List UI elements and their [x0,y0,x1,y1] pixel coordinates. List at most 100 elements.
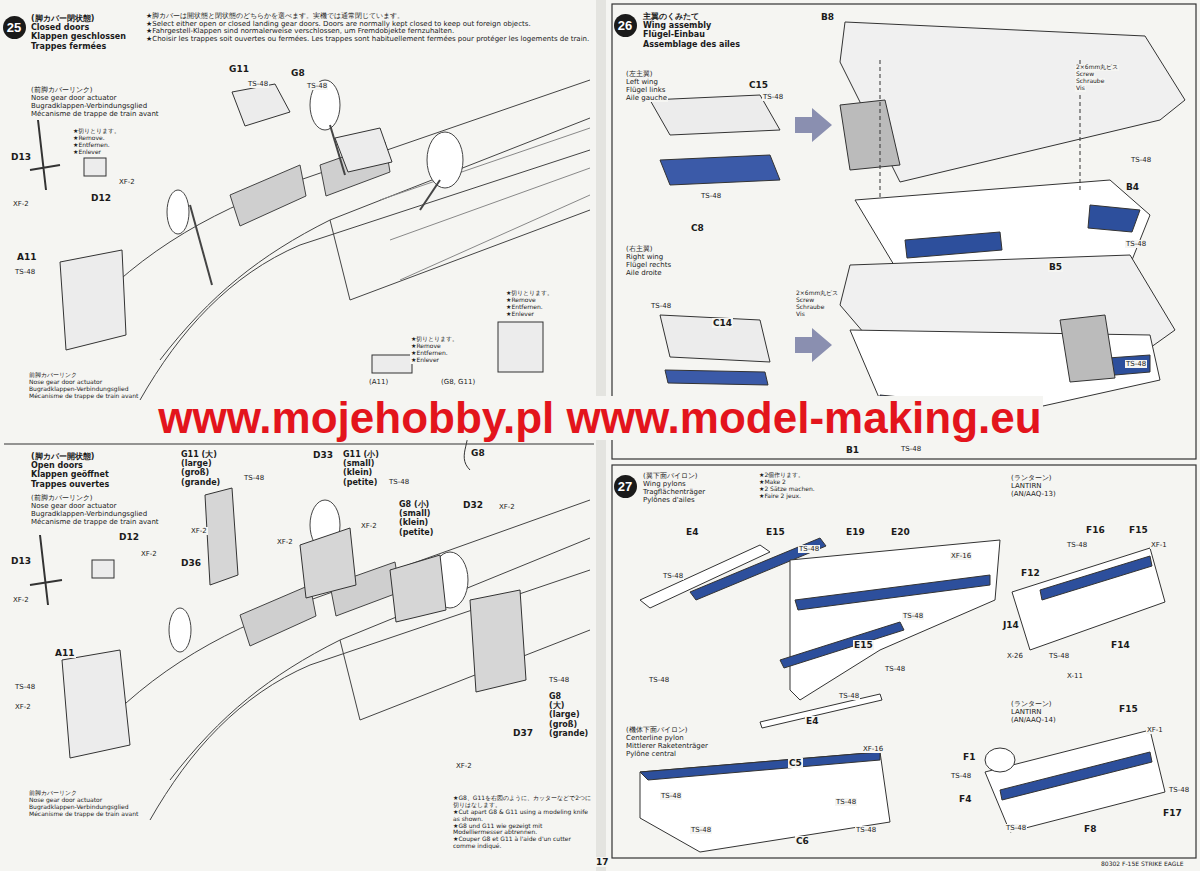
note-text: (AN/AAQ-14) [1010,716,1057,724]
note-text: Flügel-Einbau [642,30,706,39]
blue-area [905,232,1002,258]
gear-bay [240,585,316,646]
note-text: (grande) [180,478,221,487]
note-text: 主翼のくみたて [642,12,700,21]
label-group: www.mojehobby.pl www.model-making.eu [0,396,1200,440]
label-group: D37 [512,728,534,738]
step-number-text: 27 [618,479,632,494]
watermark: www.mojehobby.pl www.model-making.eu [157,396,1042,440]
label-group: F14 [1110,640,1131,650]
note-text: Bugradklappen-Verbindungsglied [30,510,148,518]
note-text: (前脚カバーリンク) [30,494,93,502]
note-text: (機体下面パイロン) [625,726,688,734]
note-text: (AN/AAQ-13) [1010,490,1057,498]
note-text: 2×6mm丸ビス [1075,64,1119,71]
step-arrow [795,108,832,142]
paint-code: TS-48 [1005,824,1027,832]
note-text: (large) [180,459,213,468]
note-text: (翼下面パイロン) [642,472,698,480]
paint-code: TS-48 [1048,652,1070,660]
part-number: E15 [765,527,786,537]
paint-code: X-11 [1066,672,1084,680]
step-number: 25 [3,16,26,39]
label-group: ★脚カバーは開状態と閉状態のどちらかを選べます。実機では通常閉じています。★Se… [145,13,595,44]
fuselage-drawing [80,500,590,820]
gear-leg [190,205,212,285]
label-group: (ランターン)LANTIRN(AN/AAQ-14) [1010,700,1057,724]
label-group: A11 [54,648,76,658]
label-group: XF-2 [276,538,294,546]
part-number: A11 [16,252,38,262]
cut-detail [498,322,543,372]
part-number: D36 [180,558,202,568]
note-text: Assemblage des ailes [642,40,741,49]
label-group: TS-48 [650,302,672,310]
label-group: F1 [962,752,976,762]
paint-code: TS-48 [884,665,906,673]
note-text: (klein) [398,518,429,527]
part-number: F17 [1162,808,1183,818]
paint-code: TS-48 [838,692,860,700]
paint-code: XF-16 [950,552,972,560]
label-group: (前脚カバーリンク)Nose gear door actuatorBugradk… [30,86,160,118]
note-text: 2×6mm丸ビス [795,290,839,297]
label-group: (ランターン)LANTIRN(AN/AAQ-13) [1010,474,1057,498]
paint-code: X-26 [1006,652,1024,660]
label-group: D13 [10,556,32,566]
door-parts [30,488,526,758]
flap-part [660,155,780,185]
label-group: 主翼のくみたてWing assemblyFlügel-EinbauAssembl… [642,12,741,49]
label-group: C5 [788,758,803,768]
label-group: TS-48 [855,826,877,834]
note-text: Mécanisme de trappe de train avant [28,811,139,818]
note-text: Bugradklappen-Verbindungsglied [28,386,130,393]
paint-code: XF-1 [1150,541,1168,549]
label-group: XF-1 [1146,726,1164,734]
label-group: (左主翼)Left wingFlügel linksAile gauche [625,70,668,102]
part-number: E4 [685,527,699,537]
note-text: ★Enlever [72,149,102,156]
blue-area [1088,205,1140,232]
blue-area [795,575,990,610]
part-number: F12 [1020,568,1041,578]
door-part [470,590,526,692]
part-number: C5 [788,758,803,768]
part-number: D13 [10,556,32,566]
note-text: Right wing [625,253,664,261]
label-group: (脚カバー閉状態)Closed doorsKlappen geschlossen… [30,14,127,51]
note-text: (ランターン) [1010,700,1052,708]
paint-code: XF-2 [190,527,208,535]
note-text: ★脚カバーは開状態と閉状態のどちらかを選べます。実機では通常閉じています。 [145,13,405,21]
gear-bay [230,165,306,226]
note-text: (右主翼) [625,245,653,253]
part-number: D33 [312,450,334,460]
label-group: TS-48 [950,772,972,780]
pod-part [985,748,1015,772]
part-number: F8 [1083,824,1097,834]
part-number: A11 [54,648,76,658]
label-group: TS-48 [1125,360,1147,368]
part-number: B4 [1125,182,1140,192]
note-text: ★Faire 2 jeux. [758,493,802,500]
label-group: XF-2 [12,596,30,604]
label-group: TS-48 [884,665,906,673]
note-text: Trappes ouvertes [30,480,110,489]
label-group: ★切りとります。★Remove★Entfernen.★Enlever [505,290,554,318]
label-group: F16 [1085,525,1106,535]
note-text: (A11) [368,378,389,386]
note-text: ★Select either open or closed landing ge… [145,21,532,29]
label-group: G8 [470,448,486,458]
part-number: F4 [958,794,972,804]
paint-code: XF-2 [498,503,516,511]
paint-code: TS-48 [650,302,672,310]
note-text: ★Entfernen. [72,142,111,149]
label-group: J14 [1002,620,1020,630]
label-group: F12 [1020,568,1041,578]
paint-code: TS-48 [700,192,722,200]
note-text: (petite) [398,528,434,537]
paint-code: TS-48 [762,93,784,101]
note-text: Flügel links [625,86,666,94]
note-text: (大) [548,701,565,710]
gear-leg [420,180,440,210]
